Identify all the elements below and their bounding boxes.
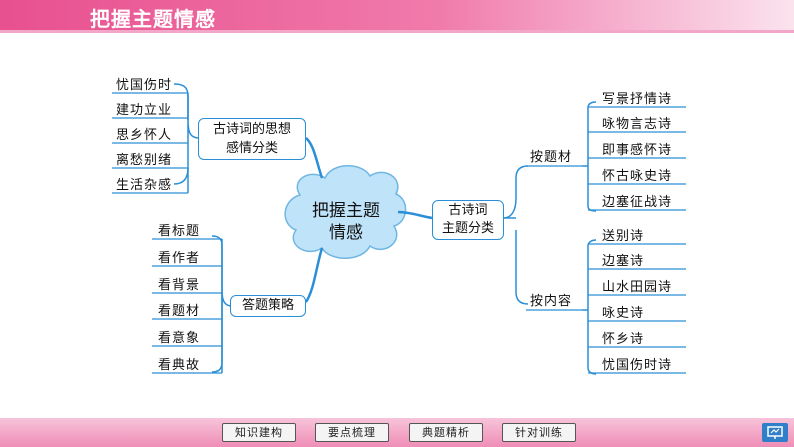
list-item: 看背景 — [158, 278, 201, 293]
bracket-by-content — [582, 239, 597, 375]
list-item: 咏物言志诗 — [602, 117, 673, 132]
list-item: 咏史诗 — [602, 306, 645, 321]
node-thought-emotion-line1: 古诗词的思想 — [212, 122, 291, 137]
list-item: 生活杂感 — [116, 178, 173, 193]
node-answer-strategy: 答题策略 — [230, 295, 306, 317]
center-node-line1: 把握主题 — [312, 201, 380, 221]
list-item: 怀乡诗 — [602, 332, 645, 347]
list-item: 看题材 — [158, 304, 201, 319]
node-poem-theme-line2: 主题分类 — [441, 221, 494, 236]
branch-by-subject: 按题材 — [530, 150, 573, 165]
presentation-icon[interactable] — [762, 423, 788, 442]
nav-button-key-points[interactable]: 要点梳理 — [315, 423, 389, 442]
bracket-right-main — [502, 165, 529, 305]
list-item: 送别诗 — [602, 229, 645, 244]
nav-button-typical-examples[interactable]: 典题精析 — [409, 423, 483, 442]
header-stripe — [0, 30, 794, 33]
branch-by-content: 按内容 — [530, 294, 573, 309]
list-item: 看意象 — [158, 331, 201, 346]
node-poem-theme-category: 古诗词 主题分类 — [432, 200, 504, 240]
node-thought-emotion-line2: 感情分类 — [225, 141, 278, 156]
bracket-by-subject — [582, 101, 597, 212]
node-answer-strategy-label: 答题策略 — [241, 298, 294, 313]
list-item: 即事感怀诗 — [602, 143, 673, 158]
center-node: 把握主题 情感 — [292, 200, 400, 244]
nav-button-knowledge-construction[interactable]: 知识建构 — [222, 423, 296, 442]
nav-button-targeted-practice[interactable]: 针对训练 — [502, 423, 576, 442]
list-item: 思乡怀人 — [116, 128, 173, 143]
bracket-left-top — [173, 83, 200, 185]
page-title: 把握主题情感 — [90, 7, 216, 31]
connector-center-right — [397, 210, 433, 220]
list-item: 忧国伤时诗 — [602, 358, 673, 373]
list-item: 忧国伤时 — [116, 78, 173, 93]
list-item: 看标题 — [158, 224, 201, 239]
list-item: 离愁别绪 — [116, 153, 173, 168]
list-item: 建功立业 — [116, 103, 173, 118]
list-item: 看典故 — [158, 358, 201, 373]
list-item: 边塞征战诗 — [602, 195, 673, 210]
list-item: 边塞诗 — [602, 254, 645, 269]
footer-nav: 知识建构 要点梳理 典题精析 针对训练 — [0, 418, 794, 447]
connector-center-left-top — [305, 137, 324, 179]
list-item: 写景抒情诗 — [602, 92, 673, 107]
list-item: 怀古咏史诗 — [602, 169, 673, 184]
header-bar: 把握主题情感 — [0, 0, 794, 33]
header-background — [0, 0, 794, 30]
center-node-line2: 情感 — [329, 223, 363, 243]
node-poem-theme-line1: 古诗词 — [448, 203, 488, 218]
center-cloud-shape — [284, 165, 407, 259]
list-item: 山水田园诗 — [602, 280, 673, 295]
list-item: 看作者 — [158, 251, 201, 266]
connector-center-left-bottom — [304, 247, 324, 303]
node-thought-emotion-category: 古诗词的思想 感情分类 — [198, 118, 306, 160]
